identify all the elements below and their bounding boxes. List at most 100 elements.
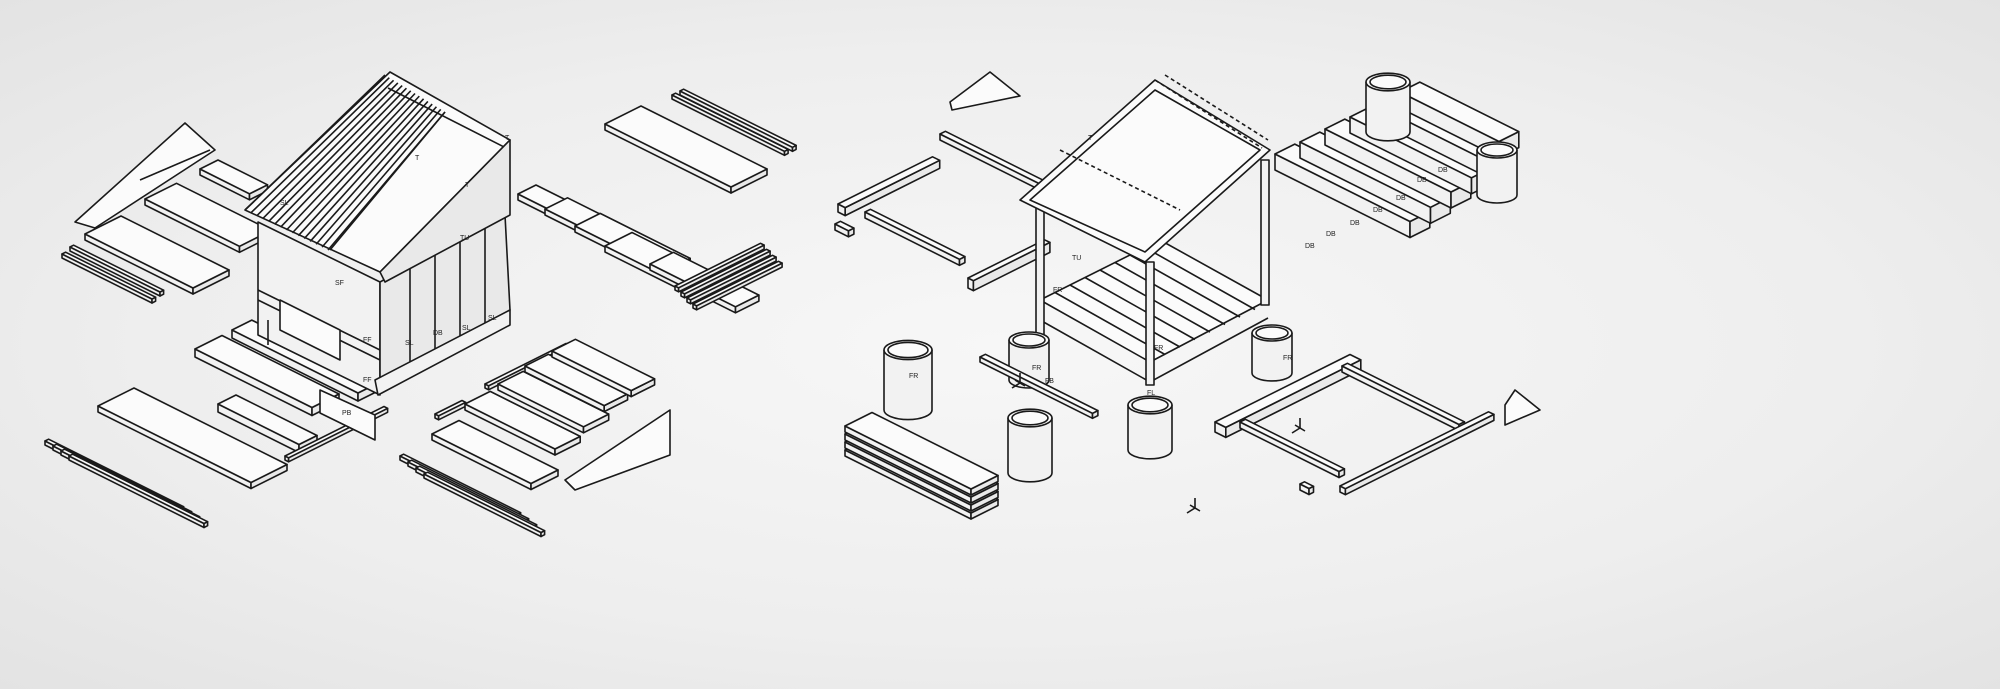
- part-labels: TTTTUSFDBSLSLSLFFFFPBSLTTUFRFRFLFBFRFRFR…: [280, 135, 1448, 417]
- corrugated-rib: [285, 92, 416, 231]
- wall-panel: [464, 390, 582, 456]
- part-code-label: FR: [1154, 345, 1163, 352]
- part-code-label: T: [505, 135, 510, 142]
- stacked-board: [844, 411, 999, 496]
- bracket-connector-icon: [1011, 373, 1026, 389]
- batten-stick: [686, 254, 777, 305]
- beam: [864, 208, 966, 267]
- joist: [1239, 418, 1346, 479]
- board-top-face: [1341, 362, 1466, 426]
- part-code-label: TU: [460, 235, 469, 242]
- part-code-label: SL: [280, 200, 289, 207]
- cylinder-body: [1127, 404, 1173, 460]
- board-top-face: [692, 260, 783, 307]
- sill-beam: [1214, 353, 1362, 439]
- batten-stick: [680, 248, 771, 299]
- board-top-face: [939, 130, 1046, 185]
- batten-stick: [671, 92, 789, 157]
- part-code-label: FF: [363, 337, 372, 344]
- part-code-label: TU: [1072, 255, 1081, 262]
- corrugated-rib: [315, 106, 438, 245]
- batten-stick: [61, 251, 157, 304]
- post: [1145, 261, 1155, 386]
- board-top-face: [97, 387, 288, 484]
- corrugated-rib: [262, 82, 399, 220]
- board-top-face: [679, 88, 797, 149]
- board-top-face: [967, 239, 1051, 282]
- deck-board-seam: [1099, 269, 1211, 333]
- wall-panel: [551, 338, 656, 398]
- cylinder-rim: [1131, 397, 1169, 413]
- batten-stick: [69, 244, 165, 297]
- gable-seam: [139, 149, 211, 181]
- part-code-label: T: [415, 155, 420, 162]
- part-code-label: DB: [1438, 167, 1448, 174]
- board-top-face: [84, 215, 230, 289]
- board-top-face: [1399, 81, 1520, 143]
- post: [1260, 159, 1270, 306]
- pier-cylinder: [1365, 72, 1411, 142]
- beam: [979, 353, 1099, 420]
- cylinder-body: [1476, 149, 1518, 204]
- corrugated-rib: [297, 98, 425, 237]
- small-panel: [199, 159, 269, 201]
- gable-end: [379, 139, 511, 283]
- gable-triangle-panel: [564, 409, 671, 491]
- corrugated-rib: [279, 90, 412, 228]
- pier-cylinder: [1127, 395, 1173, 460]
- board-top-face: [199, 159, 269, 195]
- pier-cylinder: [1251, 324, 1293, 382]
- window-opening: [319, 389, 376, 441]
- deck-edge: [1039, 319, 1151, 383]
- board-side-face: [939, 133, 1040, 191]
- cylinder-body: [883, 349, 933, 421]
- part-code-label: DB: [1350, 220, 1360, 227]
- front-wall: [257, 221, 381, 396]
- part-code-label: SL: [462, 325, 471, 332]
- board-top-face: [194, 334, 340, 409]
- wall-panel: [524, 353, 629, 413]
- roof-panel: [604, 105, 768, 194]
- board-top-face: [69, 244, 165, 293]
- board-top-face: [979, 353, 1099, 415]
- batten-stick: [423, 471, 546, 538]
- wall-panel: [431, 419, 559, 491]
- corrugated-rib: [321, 108, 442, 248]
- part-code-label: T: [465, 182, 470, 189]
- deck-edge: [1149, 317, 1269, 383]
- batten-stick: [68, 453, 209, 529]
- part-code-label: DB: [1326, 231, 1336, 238]
- cylinder-body: [1365, 81, 1411, 142]
- part-code-label: FF: [363, 377, 372, 384]
- board-top-face: [686, 254, 777, 301]
- part-code-label: DB: [433, 330, 443, 337]
- board-side-face: [1239, 421, 1340, 479]
- deck-board-seam: [1114, 261, 1226, 326]
- board-top-face: [1339, 410, 1495, 490]
- part-code-label: T: [1088, 135, 1093, 142]
- batten-stick: [679, 88, 797, 153]
- board-top-face: [551, 338, 656, 392]
- corrugated-rib: [291, 95, 420, 234]
- part-code-label: FR: [1053, 287, 1062, 294]
- cylinder-body: [1251, 332, 1293, 382]
- board-top-face: [844, 411, 999, 490]
- corrugated-rib: [309, 103, 433, 242]
- bracket-connector-icon: [1186, 498, 1201, 514]
- beam: [939, 130, 1046, 191]
- board-end-face: [844, 159, 941, 217]
- bracket-connector-icon: [1291, 418, 1306, 434]
- board-top-face: [464, 390, 582, 450]
- board-top-face: [1299, 480, 1315, 490]
- deck-board-seam: [1144, 246, 1256, 311]
- joist: [1339, 410, 1495, 496]
- part-code-label: FR: [909, 373, 918, 380]
- board-top-face: [604, 105, 768, 188]
- board-end-face: [1344, 413, 1495, 496]
- board-top-face: [61, 251, 157, 300]
- joist: [1341, 362, 1466, 432]
- bracket-arm: [1011, 382, 1021, 389]
- bracket-arm: [1186, 507, 1196, 514]
- board-top-face: [217, 394, 318, 446]
- board-top-face: [423, 471, 546, 534]
